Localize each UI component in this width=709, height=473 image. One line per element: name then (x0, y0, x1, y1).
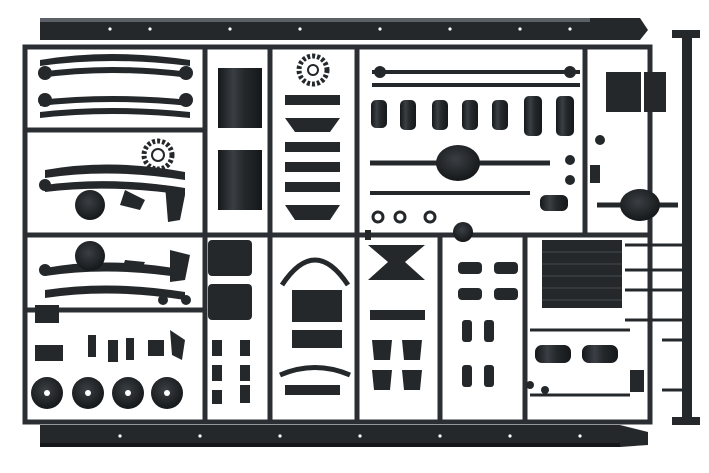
hub-drums-left (39, 179, 190, 282)
tank-panels (208, 68, 262, 320)
air-tanks-row (371, 96, 574, 136)
runner-frame (22, 44, 653, 425)
small-parts-bottom-left (35, 295, 191, 362)
axle-housing (370, 145, 568, 242)
chassis-rail-bottom (40, 425, 648, 447)
rods-right (625, 243, 682, 392)
rear-axle-right (597, 189, 678, 221)
crossbar-assembly (279, 257, 351, 395)
small-brackets-mid (212, 340, 250, 404)
driveshafts (372, 66, 580, 87)
side-rail-right (672, 30, 700, 425)
radiator-block (542, 240, 622, 308)
battery-boxes (565, 72, 666, 185)
pins-misc (365, 165, 600, 394)
lower-right-tanks (530, 328, 644, 397)
cross-members (285, 53, 340, 220)
leaf-springs-top (38, 54, 193, 118)
chassis-rail-top (40, 18, 648, 40)
wheels-bottom-left (31, 377, 183, 409)
spring-hangers (368, 245, 425, 390)
shock-absorbers (458, 262, 518, 387)
